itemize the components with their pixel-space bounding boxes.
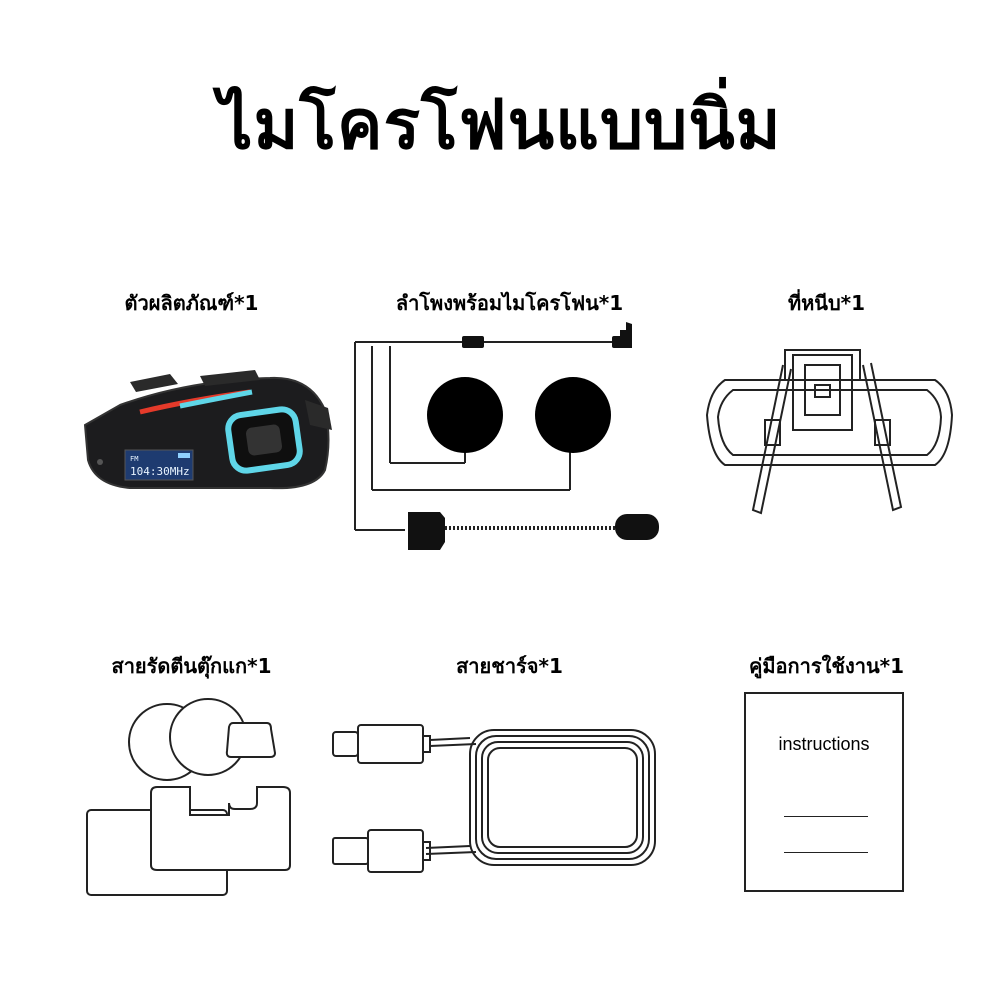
item-label-speaker-mic: ลำโพงพร้อมไมโครโฟน*1 — [395, 291, 624, 315]
item-label-manual: คู่มือการใช้งาน*1 — [748, 654, 905, 678]
speaker-mic-headset-icon — [350, 320, 670, 560]
manual-icon: instructions — [744, 692, 904, 892]
device-screen-frequency: 104:30MHz — [130, 465, 190, 478]
item-label-cable: สายชาร์จ*1 — [456, 654, 563, 678]
manual-line — [784, 816, 868, 817]
page-title: ไมโครโฟนแบบนิ่ม — [218, 86, 782, 165]
intercom-device-icon: FM 104:30MHz — [70, 370, 340, 500]
item-label-velcro: สายรัดตีนตุ๊กแก*1 — [111, 654, 272, 678]
mounting-clip-icon — [705, 345, 955, 525]
item-label-clip: ที่หนีบ*1 — [787, 291, 866, 315]
manual-cover-text: instructions — [778, 734, 870, 754]
item-label-device: ตัวผลิตภัณฑ์*1 — [124, 291, 259, 315]
velcro-straps-icon — [85, 695, 300, 900]
charging-cable-icon — [330, 720, 660, 875]
manual-line — [784, 852, 868, 853]
device-screen-band: FM — [130, 455, 138, 463]
